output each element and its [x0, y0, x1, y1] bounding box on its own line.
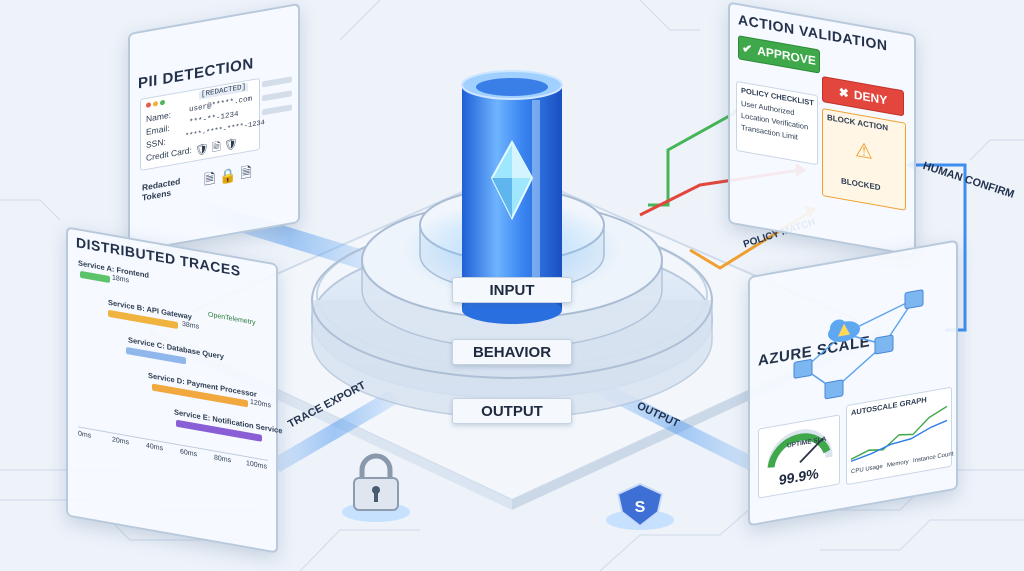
span-duration-d: 120ms	[250, 399, 271, 410]
pii-field-label-ssn: SSN:	[146, 136, 166, 149]
block-action-card: BLOCK ACTION ⚠ BLOCKED	[822, 108, 906, 211]
document-lock-icon: 🗎	[212, 141, 221, 155]
tick-5: 100ms	[246, 460, 267, 471]
check-icon: ✔	[742, 41, 752, 57]
lock-icon	[342, 456, 410, 522]
shield-check-icon-2: 🛡	[224, 138, 238, 152]
document-icon-2: 🗎	[240, 163, 251, 181]
redacted-tokens-label: Redacted Tokens	[142, 173, 198, 203]
ring-label-input: INPUT	[452, 277, 572, 303]
legend-memory: Memory	[887, 459, 909, 469]
warning-icon: ⚠	[855, 137, 873, 165]
redacted-token-icons: 🗎 🔒 🗎	[204, 161, 252, 193]
approve-label: APPROVE	[757, 44, 816, 68]
block-action-title: BLOCK ACTION	[827, 113, 888, 133]
tick-0: 0ms	[78, 430, 91, 439]
ring-label-output: OUTPUT	[452, 398, 572, 424]
pii-detection-panel: PII DETECTION [REDACTED] Name: user@****…	[128, 3, 300, 253]
pii-field-label-name: Name:	[146, 110, 171, 124]
tick-1: 20ms	[112, 436, 129, 446]
pii-record-card: [REDACTED] Name: user@*****.com Email: *…	[140, 78, 260, 171]
autoscale-graph-card: AUTOSCALE GRAPH CPU Usage Memory Instanc…	[846, 387, 952, 486]
ring-label-behavior: BEHAVIOR	[452, 339, 572, 365]
shield-check-icon: 🛡	[195, 143, 209, 157]
legend-instance: Instance Count	[913, 451, 953, 464]
pii-field-label-email: Email:	[146, 123, 170, 137]
tick-2: 40ms	[146, 442, 163, 452]
span-duration-b: 38ms	[182, 321, 199, 331]
opentelemetry-badge: OpenTelemetry	[208, 311, 255, 326]
blocked-label: BLOCKED	[841, 176, 881, 192]
lock-doc-icon: 🔒	[219, 166, 236, 185]
x-icon: ✖	[839, 85, 849, 101]
legend-cpu: CPU Usage	[851, 464, 883, 476]
azure-scale-panel: AZURE SCALE AUTOSCALE GRAPH CPU Usage Me…	[748, 239, 958, 526]
policy-checklist-card: POLICY CHECKLIST User Authorized Locatio…	[736, 81, 818, 165]
approve-button[interactable]: ✔ APPROVE	[738, 35, 820, 73]
span-bar-a[interactable]	[80, 271, 110, 283]
tick-3: 60ms	[180, 448, 197, 458]
distributed-traces-panel: DISTRIBUTED TRACES Service A: Frontend 1…	[66, 226, 278, 553]
uptime-gauge-card: UPTIME SLA 99.9%	[758, 414, 840, 498]
tick-4: 80ms	[214, 454, 231, 464]
document-icon: 🗎	[204, 170, 215, 188]
approve-flow-arrow	[648, 110, 740, 205]
cloud-warning-icon	[828, 316, 860, 345]
shield-icon: S	[606, 484, 674, 530]
svg-text:S: S	[635, 499, 646, 516]
pii-shield-row: 🛡 🗎 🛡	[195, 135, 238, 162]
action-validation-panel: ACTION VALIDATION ✔ APPROVE ✖ DENY POLIC…	[728, 1, 916, 256]
deny-label: DENY	[854, 88, 887, 108]
